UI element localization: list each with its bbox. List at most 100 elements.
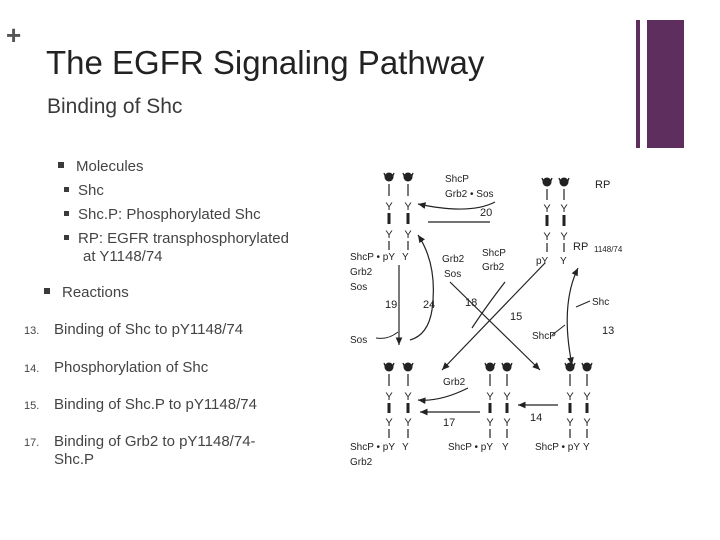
arrow-diagonal-up (441, 262, 546, 371)
molecule-label: Sos (444, 269, 461, 280)
sub-bullet-shc: Shc (64, 182, 104, 199)
molecule-label: 1148/74 (594, 245, 623, 254)
sub-bullet-text: Shc (78, 182, 104, 199)
site-label: Y (543, 231, 551, 243)
reaction-text: Phosphorylation of Shc (54, 359, 209, 376)
reaction-number-label: 15 (510, 311, 522, 323)
complex-label: Y (402, 442, 409, 453)
bullet-text: Reactions (62, 284, 129, 301)
site-label: Y (503, 391, 511, 403)
receptor-bottom-middle: Y Y Y Y (484, 362, 513, 438)
sub-bullet-shcp: Shc.P: Phosphorylated Shc (64, 206, 261, 223)
arrow-reaction-13 (566, 267, 579, 366)
complex-label: ShcP • pY (535, 442, 580, 453)
molecule-label: ShcP (445, 174, 469, 185)
site-label: Y (566, 417, 574, 429)
site-label: Y (560, 256, 567, 267)
reaction-number-label: 17 (443, 417, 455, 429)
site-label: Y (385, 229, 393, 241)
site-label: pY (536, 256, 549, 267)
bullet-square-icon (64, 234, 69, 240)
molecule-label: Grb2 (443, 377, 466, 388)
reaction-item-17-cont: Shc.P (54, 451, 94, 468)
complex-label: ShcP • pY (350, 442, 395, 453)
reaction-text: Shc.P (54, 451, 95, 468)
site-label: Y (566, 391, 574, 403)
site-label: Y (404, 229, 412, 241)
molecule-label: Grb2 • Sos (445, 189, 494, 200)
reaction-number: 15. (24, 400, 40, 412)
site-label: Y (503, 417, 511, 429)
reaction-number-label: 14 (530, 412, 542, 424)
complex-label: Sos (350, 282, 367, 293)
receptor-top-left: Y Y Y Y (383, 172, 414, 250)
receptor-bottom-right: Y Y Y Y (564, 362, 593, 438)
arrow-reaction-18 (471, 281, 506, 329)
site-label: Y (486, 417, 494, 429)
site-label: Y (560, 203, 568, 215)
complex-label: ShcP • pY (448, 442, 493, 453)
site-label: Y (404, 201, 412, 213)
site-label: Y (404, 391, 412, 403)
accent-bar-thick (647, 20, 684, 148)
site-label: Y (385, 201, 393, 213)
shc-pointer (575, 300, 591, 308)
sub-bullet-text: at Y1148/74 (83, 248, 163, 265)
reaction-number-label: 19 (385, 299, 397, 311)
complex-label: Y (583, 442, 590, 453)
sub-bullet-rp-cont: at Y1148/74 (83, 248, 163, 265)
reaction-item-15: 15. Binding of Shc.P to pY1148/74 (24, 396, 257, 413)
site-label: Y (486, 391, 494, 403)
molecule-label: ShcP (532, 331, 556, 342)
sos-pointer (375, 331, 399, 339)
arrow-diagonal-down (449, 281, 541, 371)
reaction-item-13: 13.Binding of Shc to pY1148/74 (24, 321, 243, 338)
molecule-label: RP (573, 241, 588, 253)
reaction-item-17: 17.Binding of Grb2 to pY1148/74- (24, 433, 256, 450)
arrow-grb2-binding (417, 387, 469, 405)
molecule-label: Sos (350, 335, 367, 346)
reaction-number: 13. (24, 325, 40, 337)
reaction-number-label: 13 (602, 325, 614, 337)
arrow-reaction-20 (417, 201, 496, 210)
bullet-square-icon (58, 162, 64, 169)
shcp-pointer (551, 324, 566, 336)
sub-bullet-text: RP: EGFR transphosphorylated (78, 230, 289, 247)
complex-label: Grb2 (350, 267, 373, 278)
bullet-reactions: Reactions (44, 284, 129, 301)
complex-label: Grb2 (350, 457, 373, 468)
site-label: Y (385, 417, 393, 429)
slide-title: The EGFR Signaling Pathway (46, 44, 485, 81)
site-label: Y (543, 203, 551, 215)
complex-label: Y (502, 442, 509, 453)
bullet-square-icon (44, 288, 50, 295)
receptor-bottom-left: Y Y Y Y (383, 362, 414, 438)
complex-label: ShcP • pY (350, 252, 395, 263)
slide-plus-mark: + (6, 20, 22, 50)
slide-subtitle: Binding of Shc (47, 95, 183, 118)
site-label: Y (560, 231, 568, 243)
complex-label: Y (402, 252, 409, 263)
site-label: Y (583, 391, 591, 403)
molecule-label: Shc (592, 297, 609, 308)
arrow-reaction-24 (409, 234, 434, 341)
reaction-number-label: 20 (480, 207, 492, 219)
reaction-number-label: 24 (423, 299, 435, 311)
sub-bullet-rp: RP: EGFR transphosphorylated (64, 230, 289, 247)
accent-bar-thin (636, 20, 640, 148)
receptor-top-right: Y Y Y Y (541, 177, 570, 252)
site-label: Y (404, 417, 412, 429)
reaction-text: Binding of Shc.P to pY1148/74 (54, 396, 257, 413)
bullet-molecules: Molecules (58, 158, 144, 175)
molecule-label: RP (595, 179, 610, 191)
molecule-label: ShcP (482, 248, 506, 259)
reaction-item-14: 14. Phosphorylation of Shc (24, 359, 208, 376)
reaction-number: 14. (24, 363, 40, 375)
bullet-square-icon (64, 186, 69, 192)
egfr-pathway-diagram: Y Y Y Y ShcP • pY Y Grb2 Sos ShcP Grb2 •… (350, 172, 623, 468)
site-label: Y (385, 391, 393, 403)
molecule-label: Grb2 (442, 254, 465, 265)
site-label: Y (583, 417, 591, 429)
sub-bullet-text: Shc.P: Phosphorylated Shc (78, 206, 261, 223)
reaction-text: Binding of Grb2 to pY1148/74- (54, 433, 256, 450)
